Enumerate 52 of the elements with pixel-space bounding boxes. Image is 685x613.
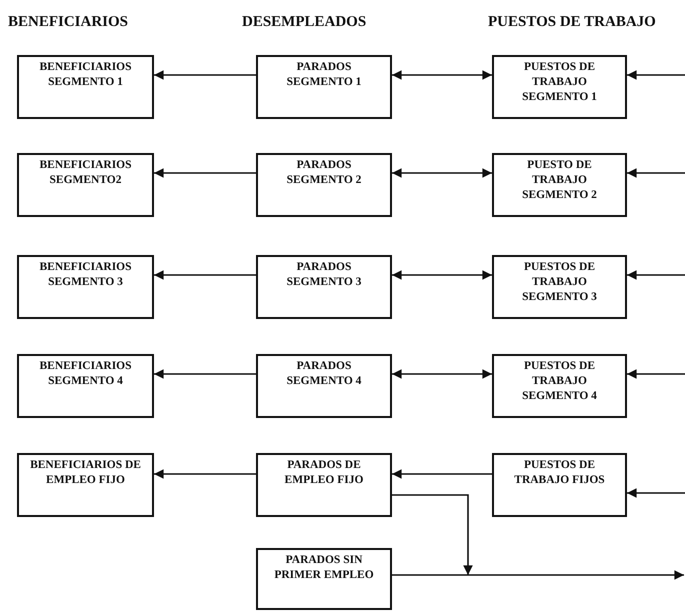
arrow [154,469,256,479]
box-label: BENEFICIARIOS DE EMPLEO FIJO [29,458,142,488]
process-box [256,548,392,610]
box-label: BENEFICIARIOS SEGMENTO 4 [38,359,133,389]
process-box [492,55,627,119]
arrow [154,70,256,80]
box-label: PUESTO DE TRABAJO SEGMENTO 2 [521,158,598,203]
box-label: BENEFICIARIOS SEGMENTO 1 [38,60,133,90]
process-box [256,453,392,517]
arrow [627,369,685,379]
arrow [392,494,473,575]
arrow [627,168,685,178]
process-box [492,153,627,217]
column-heading: DESEMPLEADOS [242,14,366,31]
arrow [627,488,685,498]
process-box [17,153,154,217]
box-label: PARADOS SEGMENTO 3 [286,260,362,290]
arrow [154,270,256,280]
box-label: PUESTOS DE TRABAJO FIJOS [513,458,606,488]
arrow [627,70,685,80]
arrow [154,369,256,379]
process-box [17,55,154,119]
box-label: PARADOS SEGMENTO 1 [286,60,362,90]
process-box [492,354,627,418]
process-box [256,255,392,319]
column-heading: BENEFICIARIOS [8,14,128,31]
process-box [492,255,627,319]
box-label: PUESTOS DE TRABAJO SEGMENTO 4 [521,359,598,404]
arrow [392,70,492,80]
arrow [392,369,492,379]
box-label: PUESTOS DE TRABAJO SEGMENTO 3 [521,260,598,305]
process-box [17,354,154,418]
box-label: PARADOS SIN PRIMER EMPLEO [273,553,375,583]
arrow [154,168,256,178]
arrow [392,570,684,580]
process-box [256,354,392,418]
process-box [17,255,154,319]
box-label: PARADOS SEGMENTO 4 [286,359,362,389]
box-label: PARADOS DE EMPLEO FIJO [284,458,364,488]
box-label: BENEFICIARIOS SEGMENTO 3 [38,260,133,290]
process-box [256,55,392,119]
process-box [492,453,627,517]
arrow [392,469,492,479]
box-label: PARADOS SEGMENTO 2 [286,158,362,188]
box-label: PUESTOS DE TRABAJO SEGMENTO 1 [521,60,598,105]
box-label: BENEFICIARIOS SEGMENTO2 [38,158,133,188]
column-heading: PUESTOS DE TRABAJO [488,14,656,31]
process-box [256,153,392,217]
arrow [627,270,685,280]
arrow [392,168,492,178]
process-box [17,453,154,517]
arrow [392,270,492,280]
